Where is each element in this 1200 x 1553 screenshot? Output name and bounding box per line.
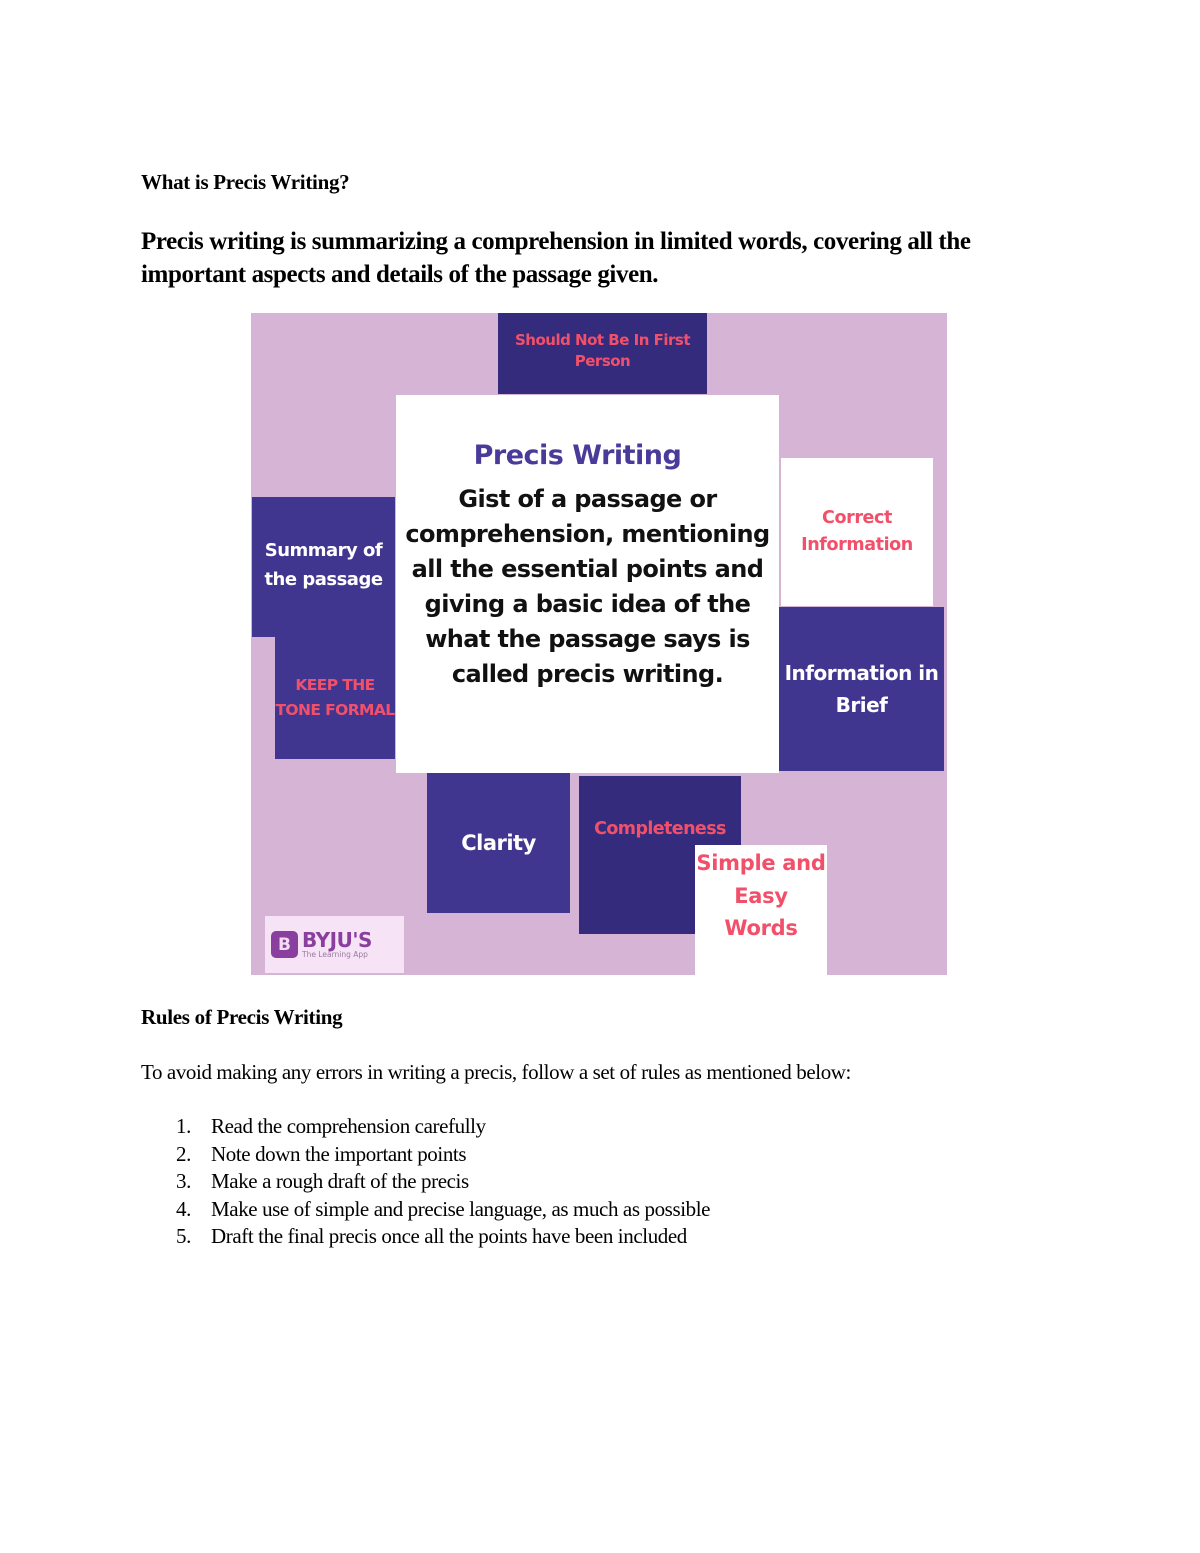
tile-clarity: Clarity	[427, 773, 570, 913]
rules-intro: To avoid making any errors in writing a …	[141, 1060, 851, 1084]
heading-what-is-precis: What is Precis Writing?	[141, 170, 350, 194]
logo-tagline: The Learning App	[302, 950, 368, 959]
heading-rules: Rules of Precis Writing	[141, 1005, 343, 1029]
center-title: Precis Writing	[473, 440, 682, 471]
center-body: Gist of a passage or comprehension, ment…	[405, 485, 770, 688]
intro-paragraph: Precis writing is summarizing a comprehe…	[141, 228, 971, 288]
byjus-logo-icon: B	[271, 931, 298, 958]
tile-correct-information: Correct Information	[781, 458, 933, 606]
tile-simple-words: Simple and Easy Words	[695, 845, 827, 975]
tile-summary: Summary of the passage	[252, 497, 395, 637]
tile-tone-formal: KEEP THE TONE FORMAL	[275, 637, 395, 759]
byjus-logo: B BYJU'S The Learning App	[265, 916, 404, 973]
precis-infographic: Should Not Be In First Person Summary of…	[251, 313, 947, 975]
tile-first-person: Should Not Be In First Person	[498, 313, 707, 394]
center-definition-card: Precis Writing Gist of a passage or comp…	[396, 395, 779, 773]
logo-name: BYJU'S	[302, 928, 372, 952]
tile-information-brief: Information in Brief	[779, 607, 944, 771]
